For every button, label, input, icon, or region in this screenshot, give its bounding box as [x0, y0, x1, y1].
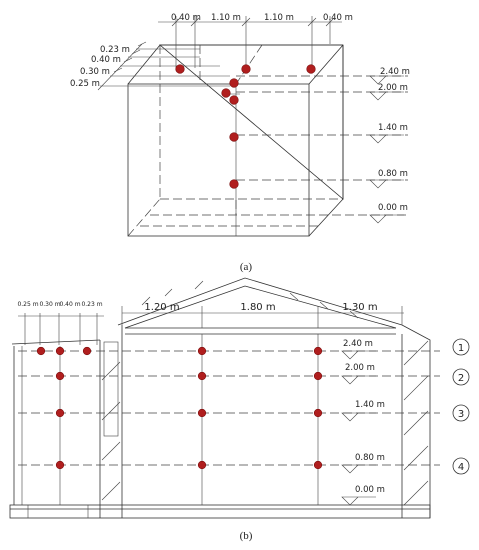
level-label-3: 3 [458, 409, 464, 420]
top-dim-b-1: 1.80 m [240, 302, 275, 313]
side-dim-a-0: 0.23 m [100, 45, 130, 55]
sensor-point [313, 408, 323, 418]
sensor-point [197, 346, 207, 356]
box-front-face [127, 83, 310, 237]
sensor-point [229, 179, 239, 189]
level-circle [452, 457, 470, 475]
sensor-point [175, 64, 185, 74]
sensor-point [197, 408, 207, 418]
top-dim-b-0: 1.20 m [144, 302, 179, 313]
box-back-face-right [158, 44, 344, 200]
panel-a: 0.40 m 1.10 m 1.10 m 0.40 m 0.23 m 0.40 … [70, 13, 410, 273]
top-dim-a-0: 0.40 m [171, 13, 201, 23]
left-dim-b-1: 0.30 m [39, 301, 60, 308]
height-marker-b: 2.40 m 2.00 m 1.40 m 0.80 m 0.00 m [341, 339, 385, 506]
top-dim-b-2: 1.30 m [342, 302, 377, 313]
sensor-point [221, 88, 231, 98]
level-circle [452, 338, 470, 356]
sensor-point [55, 371, 65, 381]
height-b-4: 0.00 m [355, 485, 385, 495]
sensor-point [313, 346, 323, 356]
level-labels: 1 2 3 4 [452, 338, 470, 475]
sensor-point [197, 371, 207, 381]
sensor-point [55, 460, 65, 470]
sensor-point [229, 132, 239, 142]
height-b-2: 1.40 m [355, 400, 385, 410]
sensor-point [55, 346, 65, 356]
left-dim-b-3: 0.23 m [81, 301, 102, 308]
box-edge [308, 44, 344, 85]
caption-a: (a) [240, 261, 253, 273]
sensor-point [55, 408, 65, 418]
roof-outline [117, 277, 403, 326]
sensor-point [229, 95, 239, 105]
height-marker-a: 2.40 m 2.00 m 1.40 m 0.80 m 0.00 m [369, 67, 410, 224]
side-dim-a-2: 0.30 m [80, 67, 110, 77]
height-b-3: 0.80 m [355, 453, 385, 463]
sensor-point [241, 64, 251, 74]
level-circle [452, 404, 470, 422]
left-dim-b-2: 0.40 m [59, 301, 80, 308]
sensor-point [82, 346, 92, 356]
height-a-3: 0.80 m [378, 169, 408, 179]
sensor-point [36, 346, 46, 356]
level-label-1: 1 [458, 343, 464, 354]
panel-b: 0.25 m 0.30 m 0.40 m 0.23 m 1.20 m 1.80 … [9, 277, 470, 542]
height-b-1: 2.00 m [345, 363, 375, 373]
sensor-point [306, 64, 316, 74]
sensor-point [313, 371, 323, 381]
box-edge [308, 198, 344, 237]
height-a-1: 2.00 m [378, 83, 408, 93]
height-a-2: 1.40 m [378, 123, 408, 133]
sensor-point [197, 460, 207, 470]
top-dim-a-1: 1.10 m [211, 13, 241, 23]
height-a-0: 2.40 m [380, 67, 410, 77]
sensor-point [229, 78, 239, 88]
level-circle [452, 368, 470, 386]
level-label-4: 4 [458, 462, 464, 473]
height-a-4: 0.00 m [378, 203, 408, 213]
left-dim-b-0: 0.25 m [17, 301, 38, 308]
height-b-0: 2.40 m [343, 339, 373, 349]
side-dim-a-1: 0.40 m [91, 55, 121, 65]
box-edge [127, 44, 161, 85]
level-label-2: 2 [458, 373, 464, 384]
caption-b: (b) [240, 530, 253, 542]
top-dim-a-3: 0.40 m [323, 13, 353, 23]
sensor-point [313, 460, 323, 470]
side-dim-a-3: 0.25 m [70, 79, 100, 89]
top-dim-a-2: 1.10 m [264, 13, 294, 23]
